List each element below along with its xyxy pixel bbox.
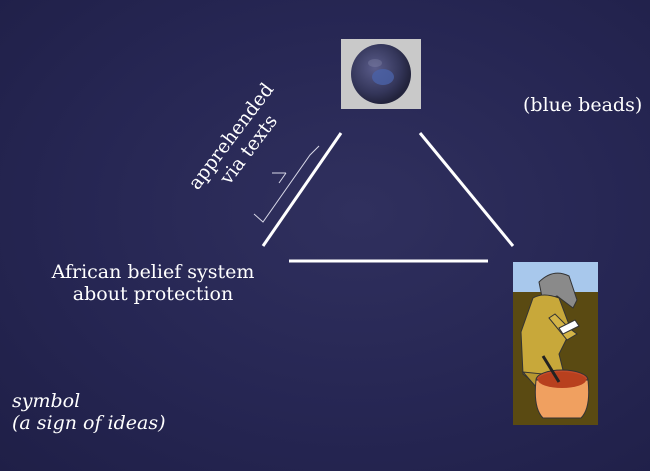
symbol-line-1: symbol	[12, 390, 81, 412]
bracket	[253, 145, 320, 223]
left-triangle-edge	[261, 132, 343, 247]
right-triangle-edge	[418, 132, 515, 247]
bead-icon	[351, 44, 411, 104]
symbol-label: symbol (a sign of ideas)	[12, 390, 166, 434]
blue-bead-image	[341, 39, 421, 109]
symbol-line-2: (a sign of ideas)	[12, 412, 166, 434]
blue-beads-label: (blue beads)	[523, 94, 643, 116]
belief-line-1: African belief system	[51, 261, 255, 283]
person-icon	[513, 272, 598, 425]
belief-line-2: about protection	[72, 283, 234, 305]
person-with-pot-image	[513, 262, 598, 425]
belief-system-label: African belief system about protection	[38, 261, 268, 305]
